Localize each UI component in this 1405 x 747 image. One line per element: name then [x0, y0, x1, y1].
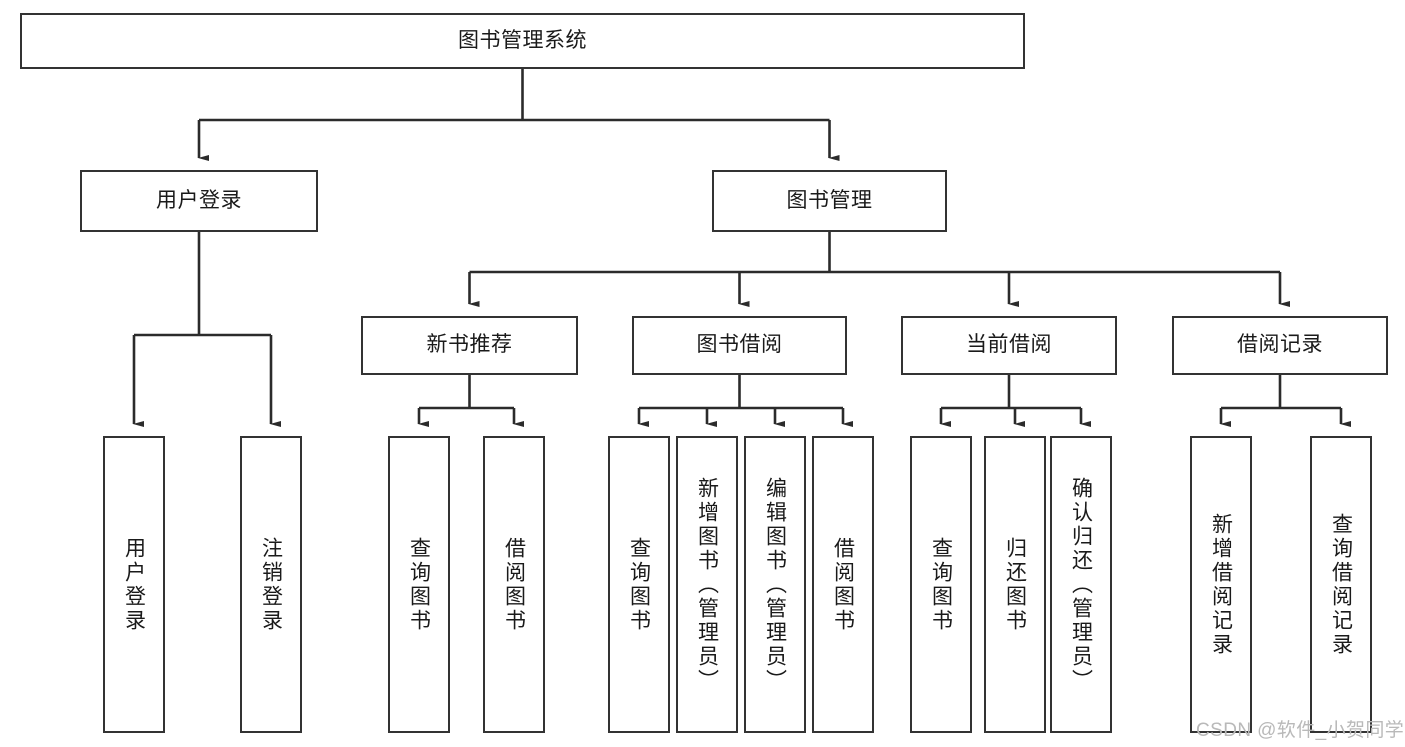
node-leaf-rec-query[interactable]: 查询图书 [388, 436, 450, 733]
node-label: 新增图书（管理员） [695, 476, 719, 693]
node-label: 新增借阅记录 [1209, 512, 1233, 657]
node-label: 图书管理 [786, 188, 873, 212]
node-leaf-bb-edit[interactable]: 编辑图书（管理员） [744, 436, 806, 733]
node-label: 归还图书 [1003, 536, 1027, 633]
node-leaf-bb-add[interactable]: 新增图书（管理员） [676, 436, 738, 733]
node-label: 编辑图书（管理员） [763, 476, 787, 693]
node-label: 查询图书 [407, 536, 431, 633]
node-label: 图书管理系统 [458, 28, 587, 52]
node-leaf-bb-query[interactable]: 查询图书 [608, 436, 670, 733]
node-user-login[interactable]: 用户登录 [80, 170, 318, 232]
node-root[interactable]: 图书管理系统 [20, 13, 1025, 69]
node-leaf-rec-borrow[interactable]: 借阅图书 [483, 436, 545, 733]
node-leaf-br-query[interactable]: 查询借阅记录 [1310, 436, 1372, 733]
node-book-manage[interactable]: 图书管理 [712, 170, 947, 232]
node-new-book-rec[interactable]: 新书推荐 [361, 316, 578, 375]
node-label: 注销登录 [259, 536, 283, 633]
node-label: 新书推荐 [426, 333, 513, 357]
node-label: 借阅图书 [502, 536, 526, 633]
node-label: 借阅图书 [831, 536, 855, 633]
node-current-borrow[interactable]: 当前借阅 [901, 316, 1117, 375]
node-label: 查询图书 [929, 536, 953, 633]
node-leaf-cb-confirm[interactable]: 确认归还（管理员） [1050, 436, 1112, 733]
node-label: 用户登录 [156, 188, 242, 212]
node-label: 确认归还（管理员） [1069, 476, 1093, 693]
node-leaf-bb-borrow[interactable]: 借阅图书 [812, 436, 874, 733]
edge-group [132, 69, 1351, 427]
node-label: 借阅记录 [1237, 333, 1323, 357]
node-leaf-user-login[interactable]: 用户登录 [103, 436, 165, 733]
node-label: 查询图书 [627, 536, 651, 633]
node-leaf-br-add[interactable]: 新增借阅记录 [1190, 436, 1252, 733]
node-leaf-cb-query[interactable]: 查询图书 [910, 436, 972, 733]
node-label: 图书借阅 [696, 333, 783, 357]
node-label: 用户登录 [122, 536, 146, 633]
node-label: 查询借阅记录 [1329, 512, 1353, 657]
node-leaf-user-logout[interactable]: 注销登录 [240, 436, 302, 733]
node-book-borrow[interactable]: 图书借阅 [632, 316, 847, 375]
node-label: 当前借阅 [966, 333, 1052, 357]
node-leaf-cb-return[interactable]: 归还图书 [984, 436, 1046, 733]
csdn-watermark: CSDN @软件_小贺同学 [1196, 720, 1405, 741]
node-borrow-record[interactable]: 借阅记录 [1172, 316, 1388, 375]
